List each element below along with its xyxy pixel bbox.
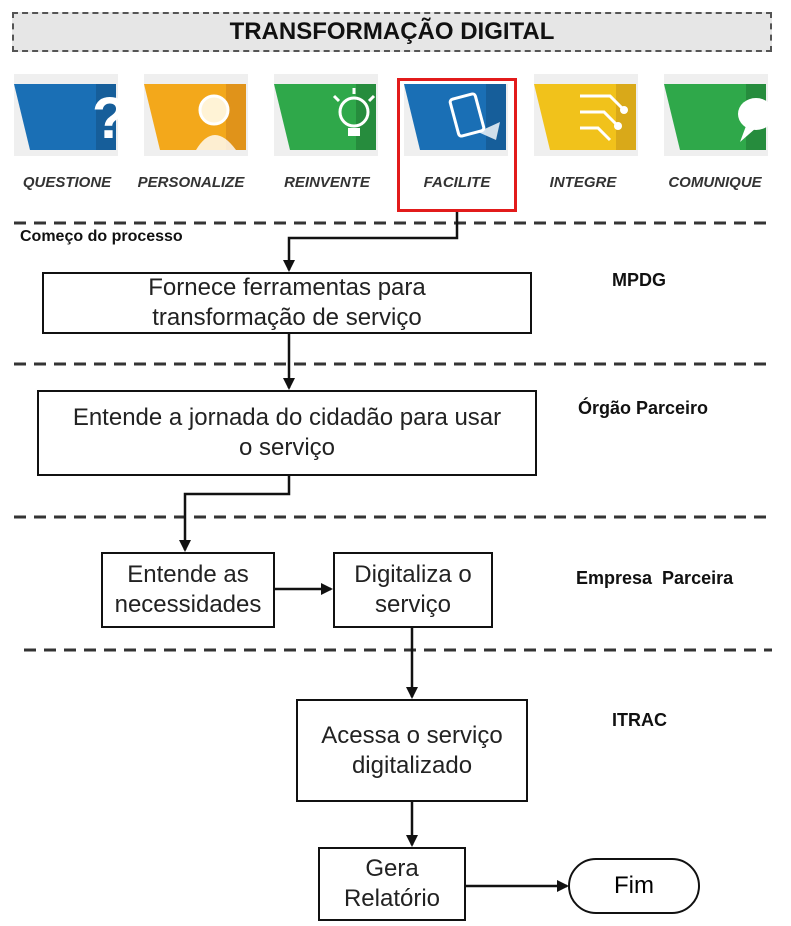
lane-label-itrac: ITRAC [612,710,667,730]
step-gera-text: Gera Relatório [343,855,441,912]
step-fornece: Fornece ferramentas para transformação d… [42,272,532,334]
circuit-icon [534,74,638,156]
lane-label-orgao-parceiro: Órgão Parceiro [578,398,709,418]
tablet-icon [404,84,508,156]
step-entende-necessidades-text: Entende as necessidades [114,561,262,618]
connector-jornada-necessidades [179,476,291,552]
step-entende-necessidades: Entende as necessidades [101,552,275,628]
question-icon: ? [14,74,127,156]
lane-label-empresa-parceira: Empresa Parceira [576,568,734,588]
svg-text:?: ? [92,86,127,151]
icon-label-reinvente: REINVENTE [284,174,370,191]
step-entende-jornada-text: Entende a jornada do cidadão para usar o… [72,404,502,461]
page-title-text: TRANSFORMAÇÃO DIGITAL [229,18,555,45]
step-fornece-text: Fornece ferramentas para transformação d… [148,274,426,331]
step-digitaliza-text: Digitaliza o serviço [354,561,472,618]
speech-bubble-icon [664,74,774,156]
step-entende-jornada: Entende a jornada do cidadão para usar o… [37,390,537,476]
icon-label-facilite: FACILITE [423,174,491,191]
person-icon [144,74,248,156]
step-gera: Gera Relatório [318,847,466,921]
end-node-label: Fim [614,872,654,899]
icon-label-questione: QUESTIONE [22,174,112,191]
lane-label-mpdg: MPDG [612,270,666,290]
icon-label-comunique: COMUNIQUE [668,174,762,191]
lightbulb-icon [274,74,378,156]
icon-label-integre: INTEGRE [549,174,617,191]
page-title: TRANSFORMAÇÃO DIGITAL [12,12,772,52]
connector-start [283,211,459,272]
start-label: Começo do processo [20,228,183,245]
icon-label-personalize: PERSONALIZE [137,174,245,191]
end-node: Fim [568,858,700,914]
facilite-highlight [397,78,517,212]
step-acessa: Acessa o serviço digitalizado [296,699,528,802]
step-acessa-text: Acessa o serviço digitalizado [321,721,503,779]
step-digitaliza: Digitaliza o serviço [333,552,493,628]
